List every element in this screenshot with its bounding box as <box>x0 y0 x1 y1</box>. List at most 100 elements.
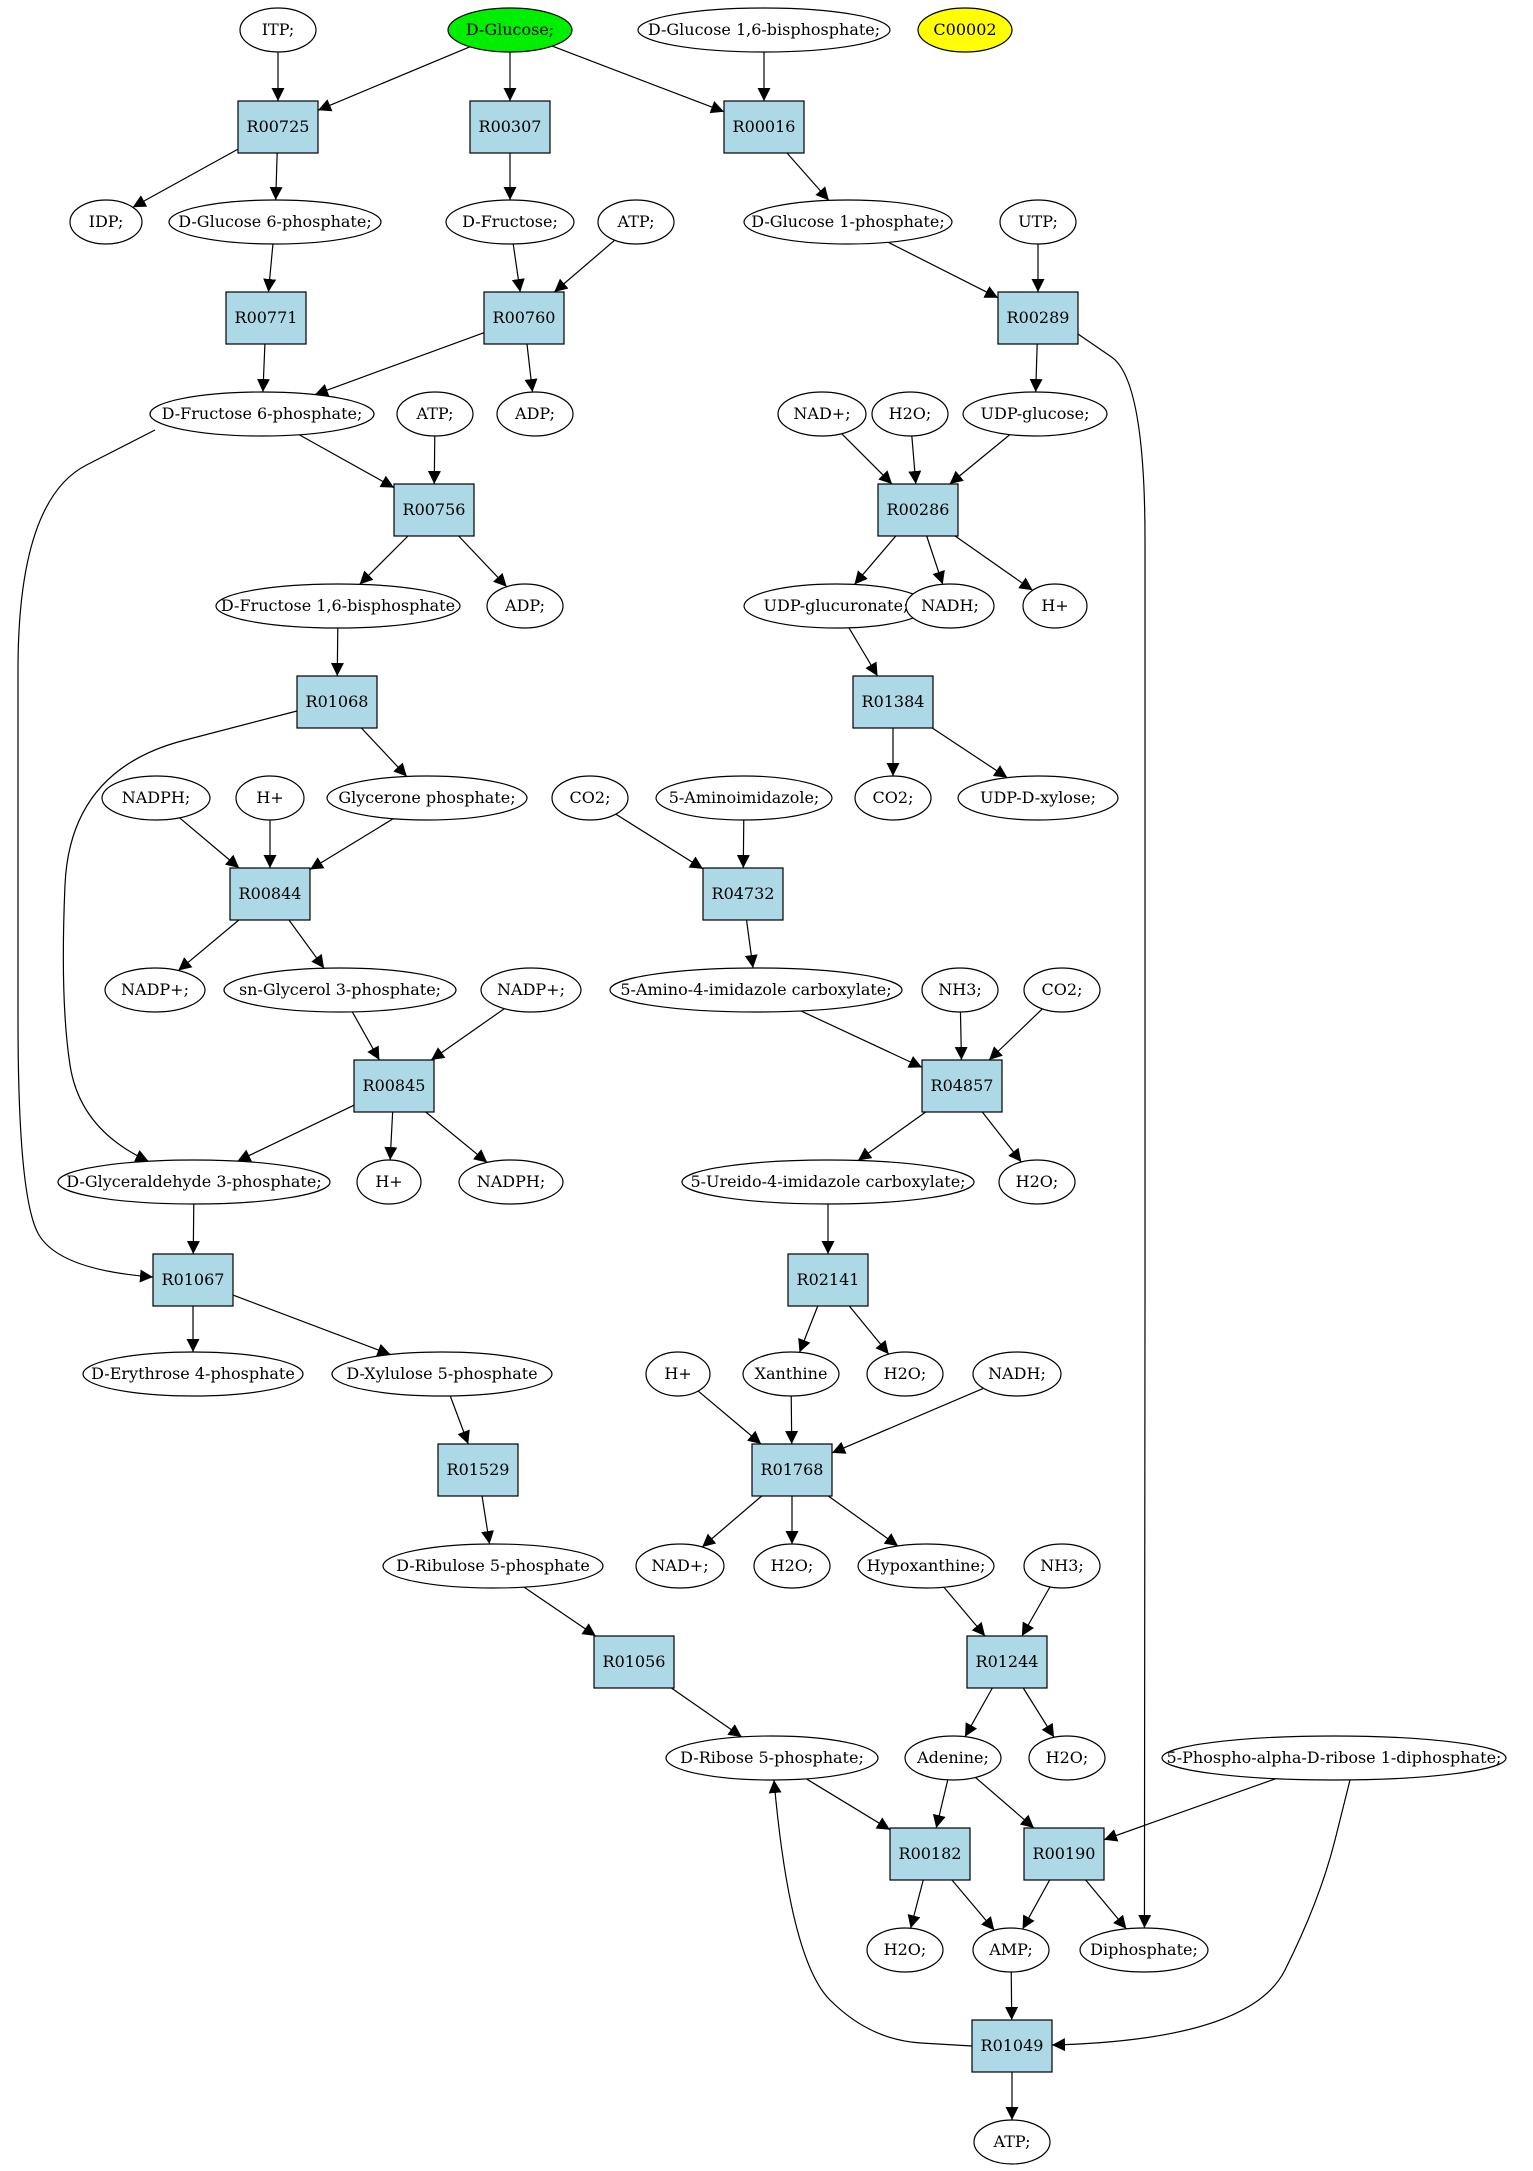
compound-node-dgap[interactable]: D-Glyceraldehyde 3-phosphate; <box>57 1159 331 1205</box>
edge-R00016-to-dglc1p <box>786 152 830 201</box>
compound-node-nadh_b[interactable]: NADH; <box>972 1351 1062 1397</box>
compound-node-dxylulose5p[interactable]: D-Xylulose 5-phosphate <box>331 1351 553 1397</box>
compound-node-nadplus_b[interactable]: NAD+; <box>635 1543 725 1589</box>
reaction-node-r04857[interactable]: R04857 <box>921 1059 1003 1113</box>
compound-node-nh3_a[interactable]: NH3; <box>921 967 999 1013</box>
compound-node-amp[interactable]: AMP; <box>972 1927 1050 1973</box>
compound-node-snglyc3p[interactable]: sn-Glycerol 3-phosphate; <box>223 967 457 1013</box>
compound-node-h2o_a[interactable]: H2O; <box>871 391 949 437</box>
compound-node-ureido[interactable]: 5-Ureido-4-imidazole carboxylate; <box>681 1159 975 1205</box>
compound-node-dribose5p[interactable]: D-Ribose 5-phosphate; <box>665 1735 879 1781</box>
node-label: Hypoxanthine; <box>867 1556 986 1575</box>
compound-node-aicarbox[interactable]: 5-Amino-4-imidazole carboxylate; <box>609 967 903 1013</box>
compound-node-nadpplus_a[interactable]: NADP+; <box>104 967 206 1013</box>
reaction-node-r00725[interactable]: R00725 <box>237 100 319 154</box>
compound-node-h2o_d[interactable]: H2O; <box>753 1543 831 1589</box>
node-label: UDP-glucose; <box>981 404 1090 423</box>
reaction-node-r01244[interactable]: R01244 <box>966 1635 1048 1689</box>
compound-ellipse <box>972 1351 1062 1397</box>
edge-R01068-to-glyceronep <box>360 727 408 777</box>
compound-ellipse <box>777 391 867 437</box>
edge-R01384-to-udpxyl <box>931 727 1008 779</box>
reaction-node-r01529[interactable]: R01529 <box>437 1443 519 1497</box>
reaction-node-r01068[interactable]: R01068 <box>296 675 378 729</box>
compound-node-h2o_f[interactable]: H2O; <box>866 1927 944 1973</box>
edge-hplus_d-to-R01768 <box>697 1390 762 1445</box>
compound-node-diphosphate[interactable]: Diphosphate; <box>1079 1927 1209 1973</box>
reaction-node-r00307[interactable]: R00307 <box>469 100 551 154</box>
node-label: UDP-glucuronate; <box>764 596 909 615</box>
compound-node-xanthine[interactable]: Xanthine <box>742 1351 840 1397</box>
edge-dribulose5p-to-R01056 <box>523 1586 597 1637</box>
compound-ellipse <box>496 391 574 437</box>
compound-node-hplus_c[interactable]: H+ <box>356 1159 422 1205</box>
compound-node-itp[interactable]: ITP; <box>239 7 317 53</box>
compound-node-nadp_a[interactable]: NAD+; <box>777 391 867 437</box>
compound-node-hplus_b[interactable]: H+ <box>235 775 305 821</box>
compound-node-nadph_b[interactable]: NADPH; <box>458 1159 564 1205</box>
compound-node-hplus_d[interactable]: H+ <box>645 1351 711 1397</box>
compound-node-dglucose[interactable]: D-Glucose; <box>447 7 573 53</box>
compound-node-glyceronep[interactable]: Glycerone phosphate; <box>326 775 528 821</box>
compound-node-aminoimid[interactable]: 5-Aminoimidazole; <box>655 775 833 821</box>
compound-node-h2o_e[interactable]: H2O; <box>1028 1735 1106 1781</box>
reaction-node-r00016[interactable]: R00016 <box>723 100 805 154</box>
compound-ellipse <box>458 1159 564 1205</box>
reaction-node-r00182[interactable]: R00182 <box>889 1827 971 1881</box>
compound-node-nh3_b[interactable]: NH3; <box>1023 1543 1101 1589</box>
compound-node-dfru6p[interactable]: D-Fructose 6-phosphate; <box>149 391 375 437</box>
compound-node-nadph_a[interactable]: NADPH; <box>101 775 211 821</box>
compound-node-utp[interactable]: UTP; <box>999 199 1077 245</box>
compound-node-hypoxanthine[interactable]: Hypoxanthine; <box>857 1543 995 1589</box>
compound-node-atp3[interactable]: ATP; <box>973 2119 1051 2165</box>
compound-node-adp2[interactable]: ADP; <box>486 583 564 629</box>
compound-node-c00002[interactable]: C00002 <box>917 7 1013 53</box>
compound-node-h2o_c[interactable]: H2O; <box>866 1351 944 1397</box>
compound-node-dglc16bp[interactable]: D-Glucose 1,6-bisphosphate; <box>637 7 891 53</box>
compound-node-udpglcua[interactable]: UDP-glucuronate; <box>743 583 929 629</box>
reaction-node-r01049[interactable]: R01049 <box>971 2019 1053 2073</box>
compound-node-nadpplus_b[interactable]: NADP+; <box>480 967 582 1013</box>
reaction-node-r00289[interactable]: R00289 <box>997 291 1079 345</box>
compound-node-dfru16bp[interactable]: D-Fructose 1,6-bisphosphate <box>215 583 461 629</box>
reaction-node-r00760[interactable]: R00760 <box>483 291 565 345</box>
compound-node-udpxyl[interactable]: UDP-D-xylose; <box>957 775 1119 821</box>
compound-node-prpp[interactable]: 5-Phospho-alpha-D-ribose 1-diphosphate; <box>1161 1735 1507 1781</box>
compound-node-dribulose5p[interactable]: D-Ribulose 5-phosphate <box>382 1543 604 1589</box>
reaction-node-r01384[interactable]: R01384 <box>852 675 934 729</box>
reaction-node-r02141[interactable]: R02141 <box>787 1253 869 1307</box>
reaction-node-r01056[interactable]: R01056 <box>593 1635 675 1689</box>
compound-node-udpglc[interactable]: UDP-glucose; <box>962 391 1108 437</box>
edge-R00286-to-udpglcua <box>853 535 897 585</box>
reaction-node-r00190[interactable]: R00190 <box>1023 1827 1105 1881</box>
compound-node-h2o_b[interactable]: H2O; <box>998 1159 1076 1205</box>
node-label: H+ <box>375 1172 402 1191</box>
reaction-node-r01067[interactable]: R01067 <box>152 1253 234 1307</box>
compound-node-adenine[interactable]: Adenine; <box>904 1735 1002 1781</box>
compound-node-co2_a[interactable]: CO2; <box>551 775 629 821</box>
reaction-box <box>437 1443 519 1497</box>
compound-node-dfructose[interactable]: D-Fructose; <box>445 199 575 245</box>
reaction-node-r00844[interactable]: R00844 <box>229 867 311 921</box>
reaction-node-r00771[interactable]: R00771 <box>225 291 307 345</box>
compound-node-co2_c[interactable]: CO2; <box>1023 967 1101 1013</box>
compound-node-adp1[interactable]: ADP; <box>496 391 574 437</box>
compound-node-derythrose4p[interactable]: D-Erythrose 4-phosphate <box>82 1351 304 1397</box>
compound-node-atp2[interactable]: ATP; <box>396 391 474 437</box>
reaction-node-r00286[interactable]: R00286 <box>877 483 959 537</box>
compound-node-co2_b[interactable]: CO2; <box>854 775 932 821</box>
compound-node-atp1[interactable]: ATP; <box>597 199 675 245</box>
compound-node-dglc6p[interactable]: D-Glucose 6-phosphate; <box>168 199 382 245</box>
compound-node-dglc1p[interactable]: D-Glucose 1-phosphate; <box>743 199 953 245</box>
node-label: ATP; <box>416 404 454 423</box>
reaction-node-r04732[interactable]: R04732 <box>702 867 784 921</box>
compound-node-nadh_a[interactable]: NADH; <box>905 583 995 629</box>
edge-R00760-to-dfru6p <box>314 332 485 397</box>
reaction-node-r00756[interactable]: R00756 <box>393 483 475 537</box>
reaction-box <box>1023 1827 1105 1881</box>
compound-node-hplus_a[interactable]: H+ <box>1022 583 1088 629</box>
reaction-node-r00845[interactable]: R00845 <box>353 1059 435 1113</box>
node-label: R01049 <box>981 2036 1044 2055</box>
reaction-node-r01768[interactable]: R01768 <box>751 1443 833 1497</box>
compound-node-idp[interactable]: IDP; <box>69 199 143 245</box>
